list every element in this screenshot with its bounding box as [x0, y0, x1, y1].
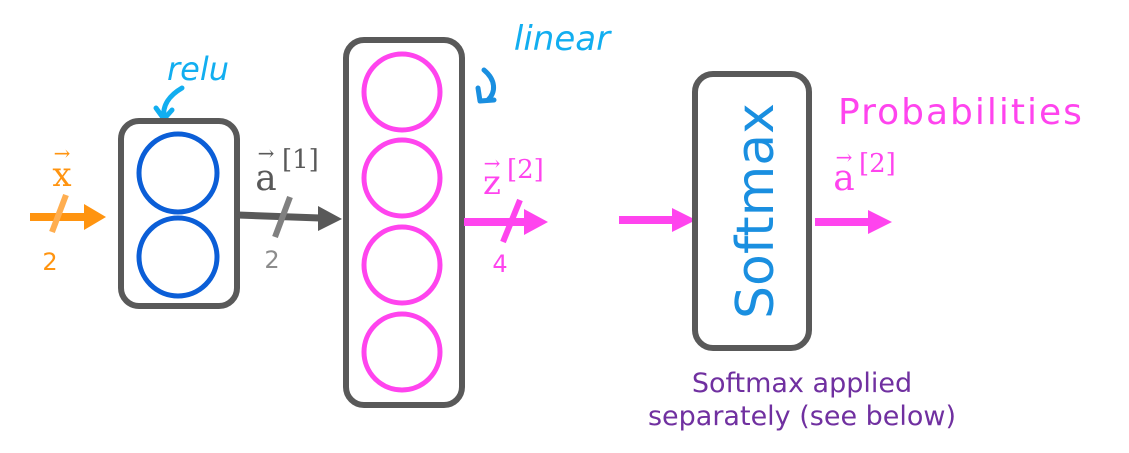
layer1-neuron-1	[136, 131, 220, 215]
a1-connection-group: → a [1] 2	[237, 141, 342, 274]
z2-symbol: z	[483, 163, 501, 203]
z2-dimension-label: 4	[492, 250, 507, 278]
a2-superscript: [2]	[859, 149, 896, 179]
input-x-group: → x 2	[30, 141, 106, 276]
layer2-box	[343, 37, 465, 408]
z2-vector-arrow: →	[484, 151, 501, 175]
probabilities-label: Probabilities	[838, 92, 1084, 133]
z2-dimension-slash	[500, 198, 523, 244]
a1-dimension-label: 2	[264, 246, 279, 274]
z2-connection-group: → z [2] 4	[464, 151, 548, 278]
a2-symbol: a	[833, 158, 854, 199]
a2-vector-arrow: →	[836, 145, 853, 169]
relu-label: relu	[167, 50, 229, 88]
layer1-group: relu	[118, 50, 240, 309]
input-dimension-slash	[49, 193, 69, 234]
linear-pointer-arrow	[481, 67, 496, 103]
softmax-box	[692, 71, 812, 351]
linear-label: linear	[514, 19, 612, 59]
layer1-neuron-2	[136, 215, 220, 299]
layer2-neuron-1	[361, 51, 443, 133]
a1-symbol: a	[255, 158, 276, 199]
softmax-input-arrow-head	[672, 208, 696, 232]
z2-superscript: [2]	[507, 155, 544, 185]
softmax-box-label: Softmax	[726, 103, 786, 319]
a1-dimension-slash	[272, 195, 293, 239]
a1-superscript: [1]	[282, 145, 319, 175]
a1-arrow-shaft	[237, 211, 321, 222]
z2-arrow-head	[524, 209, 548, 235]
linear-pointer-arrowhead	[475, 85, 497, 104]
input-arrow-head	[84, 204, 106, 230]
softmax-output-arrow-head	[868, 210, 892, 234]
softmax-note-line1: Softmax applied	[692, 368, 912, 399]
softmax-note-line2: separately (see below)	[648, 401, 956, 432]
input-vector-arrow: →	[54, 141, 71, 165]
layer2-group: linear	[343, 19, 612, 408]
layer2-neuron-2	[361, 137, 443, 219]
input-x-label: x	[52, 155, 71, 195]
layer2-neuron-4	[361, 311, 443, 393]
softmax-group: Softmax Probabilities → a [2] Softmax ap…	[619, 71, 1084, 432]
a1-vector-arrow: →	[258, 141, 275, 165]
a1-arrow-head	[318, 206, 342, 231]
input-dimension-label: 2	[42, 248, 57, 276]
layer2-neuron-3	[361, 224, 443, 306]
